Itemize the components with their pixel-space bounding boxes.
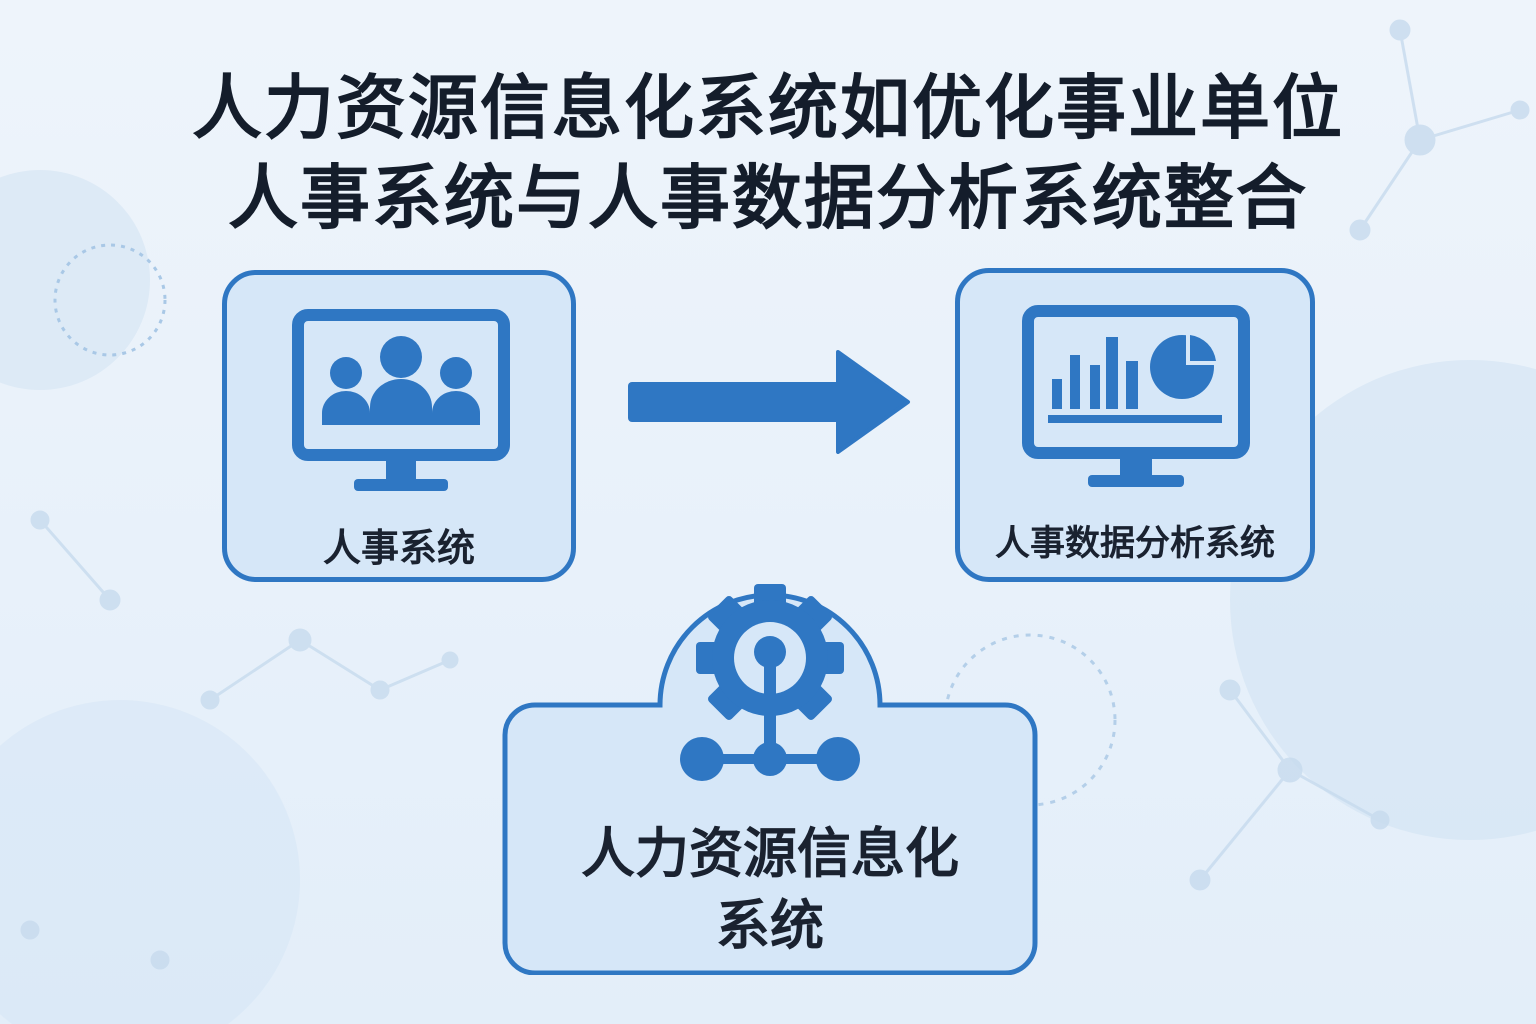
analytics-monitor-icon [1022, 305, 1250, 487]
people-monitor-icon [292, 309, 510, 491]
hr-system-label: 人事系统 [322, 526, 475, 570]
hr-system-node: 人事系统 [222, 270, 576, 582]
hr-analytics-label: 人事数据分析系统 [994, 524, 1275, 564]
hr-analytics-node: 人事数据分析系统 [955, 268, 1315, 582]
hr-information-system-label-line-2: 系统 [716, 894, 824, 957]
diagram-title-line-1: 人力资源信息化系统如优化事业单位 [192, 67, 1344, 149]
flow-arrow-icon [628, 350, 910, 454]
hr-information-system-label-line-1: 人力资源信息化 [581, 822, 959, 885]
diagram-title-line-2: 人事系统与人事数据分析系统整合 [228, 157, 1308, 239]
gear-network-icon [680, 584, 860, 781]
